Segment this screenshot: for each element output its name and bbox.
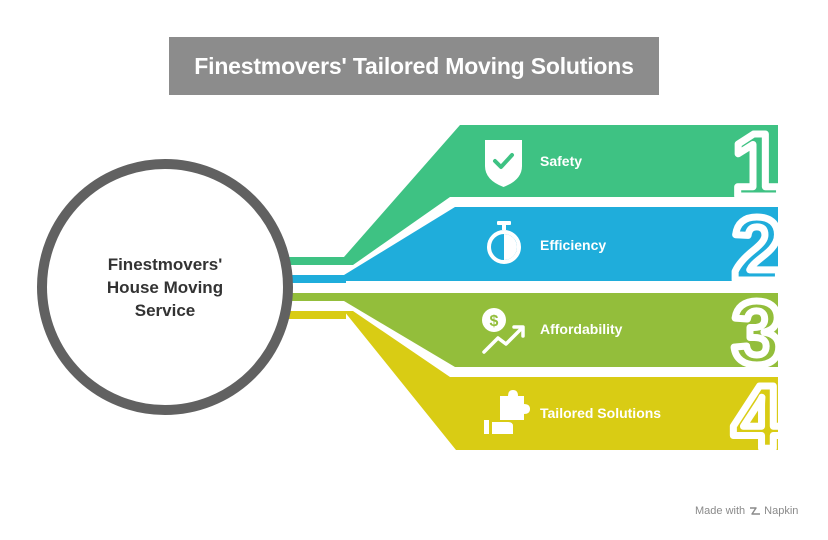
puzzle-hand-icon xyxy=(484,390,530,434)
connector-2 xyxy=(286,275,346,283)
center-label-line-1: Finestmovers' xyxy=(107,255,223,274)
connector-1 xyxy=(286,257,346,265)
dollar-growth-icon: $ xyxy=(482,308,525,354)
number-1: 1 xyxy=(732,116,782,216)
made-with-text: Made with xyxy=(695,505,746,517)
stopwatch-icon xyxy=(487,221,521,264)
napkin-brand-text: Napkin xyxy=(764,505,799,517)
napkin-brand: Napkin xyxy=(749,505,798,517)
page-title: Finestmovers' Tailored Moving Solutions xyxy=(194,52,634,79)
band-4 xyxy=(344,311,778,450)
item-label-affordability: Affordability xyxy=(540,321,623,337)
title-box: Finestmovers' Tailored Moving Solutions xyxy=(169,37,659,95)
number-4: 4 xyxy=(732,368,782,468)
connector-3 xyxy=(286,293,346,301)
center-label: Finestmovers' House Moving Service xyxy=(70,253,260,322)
connector-4 xyxy=(286,311,346,319)
item-label-safety: Safety xyxy=(540,153,583,169)
item-label-tailored-solutions: Tailored Solutions xyxy=(540,405,662,421)
number-2: 2 xyxy=(732,200,782,300)
shield-check-icon xyxy=(485,140,522,187)
center-label-line-3: Service xyxy=(134,301,196,320)
band-2 xyxy=(344,207,778,281)
svg-text:$: $ xyxy=(490,313,499,330)
band-1 xyxy=(344,125,778,265)
number-3: 3 xyxy=(732,284,782,384)
band-3 xyxy=(344,293,778,367)
center-circle xyxy=(37,159,293,415)
footer-attribution: Made with Napkin xyxy=(695,505,798,517)
item-label-efficiency: Efficiency xyxy=(540,237,607,253)
napkin-logo-icon xyxy=(750,507,761,515)
center-label-line-2: House Moving xyxy=(106,278,224,297)
